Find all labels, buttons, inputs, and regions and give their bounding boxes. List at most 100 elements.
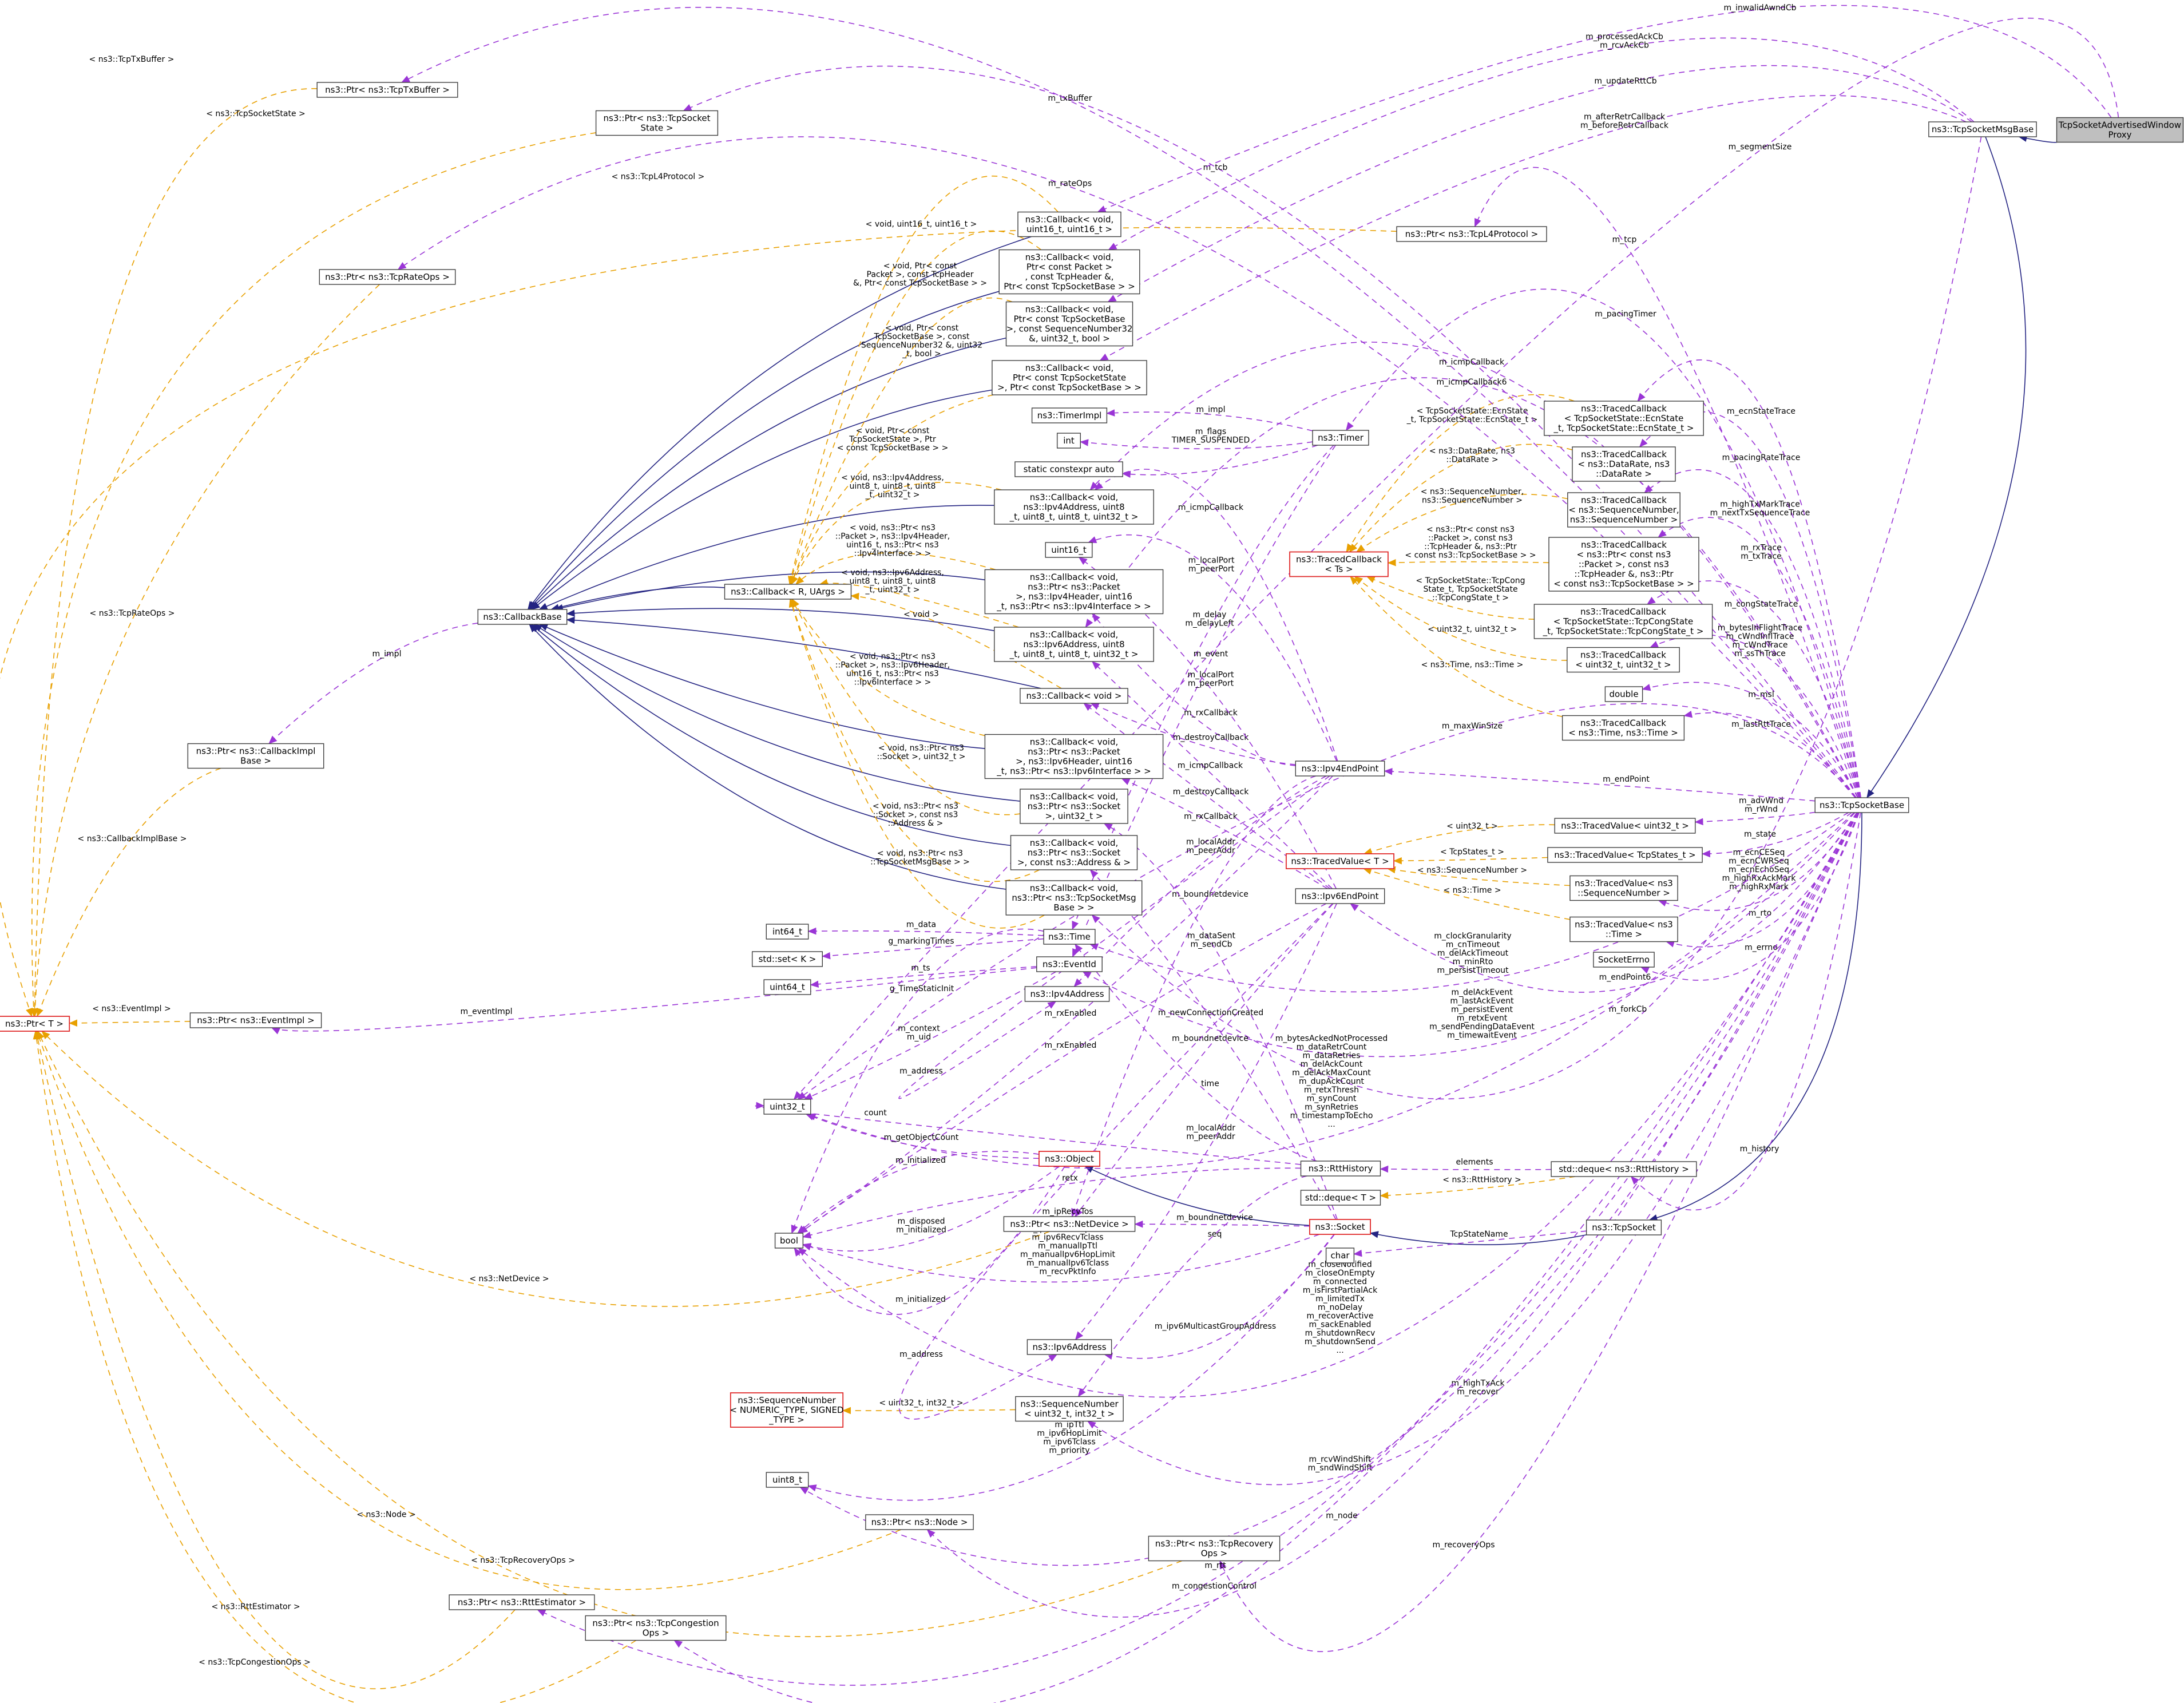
edge-label: m_impl bbox=[1196, 405, 1226, 414]
node-timerBox[interactable]: ns3::Timer bbox=[1312, 430, 1369, 446]
node-ptrTxBuffer[interactable]: ns3::Ptr< ns3::TcpTxBuffer > bbox=[316, 82, 458, 98]
edge-label: m_endPoint bbox=[1603, 775, 1650, 784]
edge-tvTcpStates-tracedValueT: < TcpStates_t > bbox=[1393, 847, 1548, 865]
node-doubleBox[interactable]: double bbox=[1604, 686, 1643, 702]
node-stdSetK[interactable]: std::set< K > bbox=[751, 951, 823, 967]
node-socketErrno[interactable]: SocketErrno bbox=[1593, 952, 1655, 968]
node-cbSeq32[interactable]: ns3::Callback< void,Ptr< const TcpSocket… bbox=[1005, 301, 1133, 347]
node-cbTcpSocketMsg[interactable]: ns3::Callback< void,ns3::Ptr< ns3::TcpSo… bbox=[1005, 880, 1143, 916]
node-tcDataRate[interactable]: ns3::TracedCallback< ns3::DataRate, ns3:… bbox=[1572, 446, 1676, 482]
node-tracedCbTs[interactable]: ns3::TracedCallback< Ts > bbox=[1289, 551, 1389, 577]
node-tvSeqNum[interactable]: ns3::TracedValue< ns3::SequenceNumber > bbox=[1569, 875, 1678, 901]
node-timerImpl[interactable]: ns3::TimerImpl bbox=[1031, 407, 1108, 423]
node-ipv6EndPoint[interactable]: ns3::Ipv6EndPoint bbox=[1295, 888, 1385, 904]
node-charBox[interactable]: char bbox=[1325, 1247, 1355, 1264]
node-cbVoid[interactable]: ns3::Callback< void > bbox=[1020, 688, 1128, 704]
node-timeBox[interactable]: ns3::Time bbox=[1043, 929, 1096, 945]
node-cbSockState[interactable]: ns3::Callback< void,Ptr< const TcpSocket… bbox=[992, 360, 1147, 395]
node-cbPktHdr[interactable]: ns3::Callback< void,Ptr< const Packet >,… bbox=[998, 249, 1140, 295]
node-uint32Box[interactable]: uint32_t bbox=[763, 1099, 811, 1115]
node-tvTcpStates[interactable]: ns3::TracedValue< TcpStates_t > bbox=[1547, 847, 1703, 863]
node-callbackBase[interactable]: ns3::CallbackBase bbox=[477, 609, 568, 625]
node-tcSeqNum[interactable]: ns3::TracedCallback< ns3::SequenceNumber… bbox=[1567, 492, 1680, 528]
edge-ptrNode-ptrT: < ns3::Node > bbox=[36, 1030, 901, 1590]
node-ipv4AddrBox[interactable]: ns3::Ipv4Address bbox=[1024, 986, 1110, 1002]
node-tvU32[interactable]: ns3::TracedValue< uint32_t > bbox=[1554, 818, 1696, 834]
node-cbIpv6Addr[interactable]: ns3::Callback< void,ns3::Ipv6Address, ui… bbox=[994, 627, 1154, 662]
edge-tcpSocketBase-tcpSocket bbox=[1648, 812, 1862, 1222]
node-ptrEventImpl[interactable]: ns3::Ptr< ns3::EventImpl > bbox=[189, 1012, 322, 1028]
edge-label: m_event bbox=[1194, 649, 1228, 659]
node-tcEcn[interactable]: ns3::TracedCallback< TcpSocketState::Ecn… bbox=[1544, 401, 1704, 436]
node-cbRUArgs[interactable]: ns3::Callback< R, UArgs > bbox=[724, 584, 852, 600]
node-tvTime[interactable]: ns3::TracedValue< ns3::Time > bbox=[1569, 916, 1678, 942]
node-ptrNetDevice[interactable]: ns3::Ptr< ns3::NetDevice > bbox=[1003, 1216, 1136, 1232]
node-objectBox[interactable]: ns3::Object bbox=[1039, 1151, 1101, 1167]
node-uint16Box[interactable]: uint16_t bbox=[1045, 542, 1093, 558]
node-ptrRttEstimator[interactable]: ns3::Ptr< ns3::RttEstimator > bbox=[449, 1594, 595, 1610]
edge-label: TcpStateName bbox=[1449, 1230, 1508, 1239]
node-cbIpv4Addr[interactable]: ns3::Callback< void,ns3::Ipv4Address, ui… bbox=[994, 489, 1154, 525]
edge-label: m_updateRttCb bbox=[1594, 77, 1656, 86]
edge-label: < uint32_t, int32_t > bbox=[879, 1399, 963, 1408]
node-eventIdBox[interactable]: ns3::EventId bbox=[1036, 956, 1103, 972]
edge-label: < ns3::Node > bbox=[356, 1510, 415, 1519]
edge-label: m_state bbox=[1744, 830, 1776, 839]
node-cbSocketU32[interactable]: ns3::Callback< void,ns3::Ptr< ns3::Socke… bbox=[1020, 789, 1128, 824]
node-ptrT[interactable]: ns3::Ptr< T > bbox=[0, 1016, 70, 1032]
edge-ptrRttEstimator-ptrT: < ns3::RttEstimator > bbox=[34, 1030, 516, 1689]
node-dequeRtt[interactable]: std::deque< ns3::RttHistory > bbox=[1551, 1161, 1697, 1177]
node-tcPktHdr[interactable]: ns3::TracedCallback< ns3::Ptr< const ns3… bbox=[1548, 537, 1699, 592]
node-ptrRateOps[interactable]: ns3::Ptr< ns3::TcpRateOps > bbox=[319, 269, 456, 285]
node-tracedValueT[interactable]: ns3::TracedValue< T > bbox=[1285, 853, 1394, 869]
node-cbSocketAddr[interactable]: ns3::Callback< void,ns3::Ptr< ns3::Socke… bbox=[1010, 835, 1138, 870]
node-uint64Box[interactable]: uint64_t bbox=[763, 979, 811, 995]
node-uint8Box[interactable]: uint8_t bbox=[766, 1472, 809, 1488]
node-cbPktIpv4[interactable]: ns3::Callback< void,ns3::Ptr< ns3::Packe… bbox=[984, 569, 1164, 615]
node-intBox[interactable]: int bbox=[1056, 433, 1081, 449]
node-rttHistory[interactable]: ns3::RttHistory bbox=[1300, 1161, 1381, 1177]
node-ptrNode[interactable]: ns3::Ptr< ns3::Node > bbox=[865, 1514, 974, 1530]
node-boolBox[interactable]: bool bbox=[774, 1233, 804, 1249]
edge-label: m_maxWinSize bbox=[1442, 722, 1503, 731]
node-tcCong[interactable]: ns3::TracedCallback< TcpSocketState::Tcp… bbox=[1533, 604, 1713, 639]
edge-label: m_rxCallback bbox=[1184, 812, 1238, 821]
node-tcpSocketBase[interactable]: ns3::TcpSocketBase bbox=[1814, 797, 1909, 813]
node-ipv4EndPoint[interactable]: ns3::Ipv4EndPoint bbox=[1295, 761, 1385, 777]
node-stdDequeT[interactable]: std::deque< T > bbox=[1300, 1190, 1381, 1206]
edge-socketBox-uint8Box: m_ipTosm_ipTtlm_ipv6HopLimitm_ipv6Tclass… bbox=[807, 1234, 1335, 1501]
node-ptrTcpL4[interactable]: ns3::Ptr< ns3::TcpL4Protocol > bbox=[1396, 226, 1547, 242]
edge-label: < void, ns3::Ptr< ns3::Packet >, ns3::Ip… bbox=[835, 652, 950, 687]
node-seqNumGeneric[interactable]: ns3::SequenceNumber< NUMERIC_TYPE, SIGNE… bbox=[730, 1392, 844, 1428]
node-cbU16[interactable]: ns3::Callback< void,uint16_t, uint16_t > bbox=[1017, 211, 1121, 237]
edge-label: m_errno bbox=[1745, 943, 1778, 952]
edge-label: < ns3::CallbackImplBase > bbox=[78, 834, 187, 843]
node-ipv6AddrBox[interactable]: ns3::Ipv6Address bbox=[1026, 1339, 1112, 1355]
node-cbPktIpv6[interactable]: ns3::Callback< void,ns3::Ptr< ns3::Packe… bbox=[984, 734, 1164, 779]
edge-cbPktIpv4-cbRUArgs: < void, ns3::Ptr< ns3::Packet >, ns3::Ip… bbox=[795, 524, 996, 585]
node-staticConstexpr[interactable]: static constexpr auto bbox=[1014, 461, 1123, 477]
node-tcTimeTime[interactable]: ns3::TracedCallback< ns3::Time, ns3::Tim… bbox=[1561, 715, 1685, 741]
node-int64Box[interactable]: int64_t bbox=[766, 924, 809, 940]
edge-label: < void, ns3::Ptr< ns3::Socket >, uint32_… bbox=[877, 744, 966, 762]
node-tcU32U32[interactable]: ns3::TracedCallback< uint32_t, uint32_t … bbox=[1567, 647, 1680, 673]
edge-label: < ns3::TcpCongestionOps > bbox=[199, 1658, 311, 1667]
edge-cbTcpSocketMsg-cbRUArgs: < void, ns3::Ptr< ns3::TcpSocketMsgBase … bbox=[788, 598, 1045, 929]
node-tcpSocket[interactable]: ns3::TcpSocket bbox=[1586, 1219, 1662, 1235]
edge-label: g_TimeStaticInit bbox=[890, 984, 954, 993]
node-msgbase[interactable]: ns3::TcpSocketMsgBase bbox=[1928, 121, 2037, 137]
node-socketBox[interactable]: ns3::Socket bbox=[1309, 1219, 1371, 1235]
node-seqNum32[interactable]: ns3::SequenceNumber< uint32_t, int32_t > bbox=[1015, 1396, 1124, 1422]
